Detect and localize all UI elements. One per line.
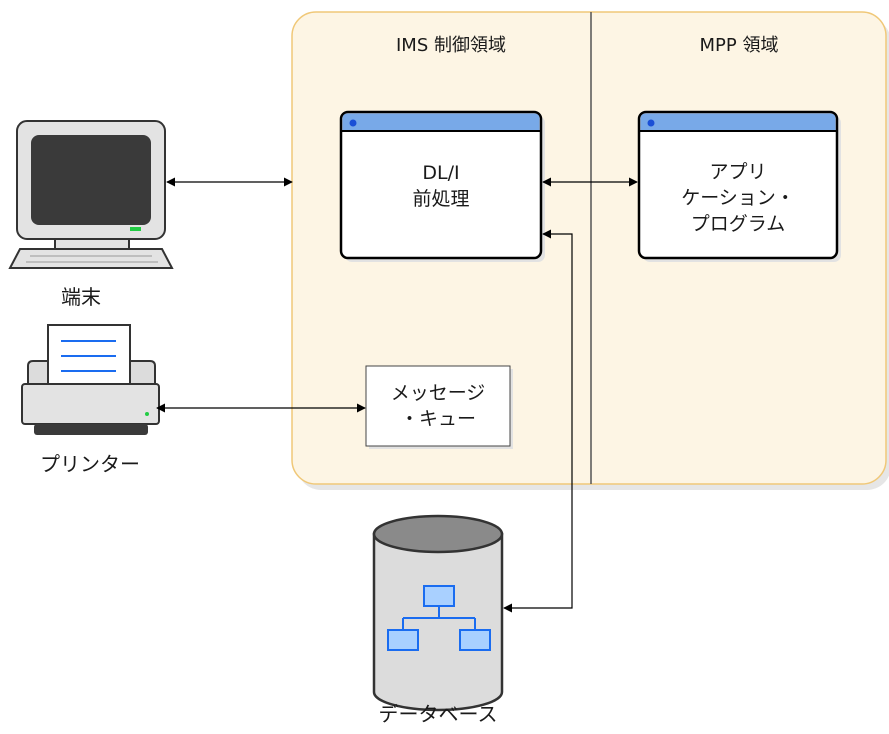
app-window-label: アプリ ケーション・ プログラム — [639, 159, 837, 237]
dli-label-line1: DL/I — [422, 162, 460, 184]
dli-database-connector — [503, 229, 573, 613]
queue-label-line1: メッセージ — [390, 382, 486, 404]
ims-control-region-title: IMS 制御領域 — [396, 35, 506, 56]
dli-preprocess-window — [339, 110, 545, 262]
app-label-line1: アプリ — [709, 161, 767, 183]
terminal-icon — [8, 120, 174, 269]
printer-icon — [21, 324, 160, 435]
mpp-region-title: MPP 領域 — [699, 35, 779, 56]
app-label-line3: プログラム — [690, 213, 786, 235]
terminal-label: 端末 — [61, 285, 101, 309]
dli-label-line2: 前処理 — [412, 188, 470, 210]
app-label-line2: ケーション・ — [681, 187, 795, 209]
window-dot-icon — [349, 119, 357, 127]
message-queue-label: メッセージ ・キュー — [366, 380, 510, 432]
dli-window-label: DL/I 前処理 — [341, 160, 541, 212]
application-program-window — [637, 110, 841, 262]
database-icon — [372, 514, 504, 712]
hierarchy-icon — [387, 585, 491, 651]
message-queue-box — [365, 365, 513, 449]
queue-label-line2: ・キュー — [399, 408, 476, 430]
printer-label: プリンター — [40, 452, 140, 476]
database-label: データベース — [378, 702, 498, 726]
window-dot-icon — [647, 119, 655, 127]
